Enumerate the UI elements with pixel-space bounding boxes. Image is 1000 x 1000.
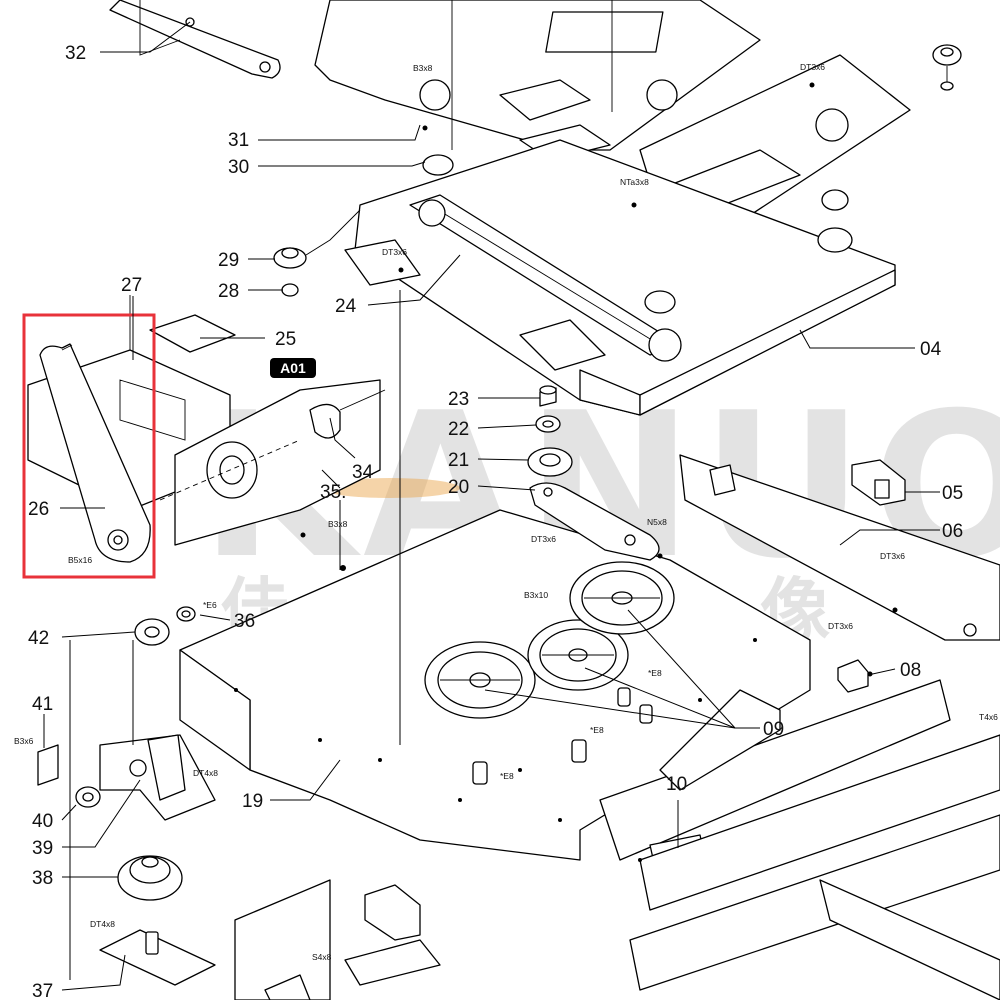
fastener-nta3x8: NTa3x8 <box>620 177 649 187</box>
part-37-plate <box>99 929 216 986</box>
fastener-b5x16: B5x16 <box>68 555 92 565</box>
part-28-nut <box>281 283 299 297</box>
label-29: 29 <box>218 250 239 271</box>
label-28: 28 <box>218 281 239 302</box>
label-20: 20 <box>448 477 469 498</box>
part-39-mount <box>99 734 216 821</box>
label-05: 05 <box>942 483 963 504</box>
part-10-rail <box>629 734 1000 1000</box>
motor-a01 <box>159 379 386 546</box>
a01-badge: A01 <box>270 358 316 378</box>
fastener-dt4x8-a: DT4x8 <box>193 768 218 778</box>
label-30: 30 <box>228 157 249 178</box>
label-40: 40 <box>32 811 53 832</box>
fastener-dt3x6-08: DT3x6 <box>828 621 853 631</box>
label-24: 24 <box>335 296 357 317</box>
part-number-labels: 32 31 30 29 28 27 25 26 24 04 23 22 21 2… <box>28 43 963 1000</box>
part-20-to-23-stack <box>527 385 660 561</box>
label-25: 25 <box>275 329 296 350</box>
fastener-s4x8: S4x8 <box>312 952 332 962</box>
gear-09-a <box>424 641 536 719</box>
label-35: 35. <box>320 482 346 503</box>
fastener-dt3x6-24: DT3x6 <box>382 247 407 257</box>
label-32: 32 <box>65 43 86 64</box>
part-32-linkage-bar <box>109 0 281 79</box>
label-06: 06 <box>942 521 963 542</box>
a01-badge-text: A01 <box>280 360 306 376</box>
fastener-b3x10: B3x10 <box>524 590 548 600</box>
label-04: 04 <box>920 339 942 360</box>
label-39: 39 <box>32 838 53 859</box>
label-42: 42 <box>28 628 49 649</box>
fastener-t4x: T4x6 <box>979 712 998 722</box>
fastener-n5x8: N5x8 <box>647 517 667 527</box>
screw-holes <box>234 82 898 862</box>
part-38-gear <box>117 855 183 901</box>
label-19: 19 <box>242 791 263 812</box>
label-36: 36 <box>234 611 255 632</box>
label-10: 10 <box>666 774 687 795</box>
fastener-dt3x6-top: DT3x6 <box>800 62 825 72</box>
fastener-e6: *E6 <box>203 600 217 610</box>
fastener-e8-b: *E8 <box>590 725 604 735</box>
part-04-chassis <box>344 139 896 416</box>
part-05-block <box>851 459 906 506</box>
part-08-bracket <box>837 659 869 693</box>
gear-09-c <box>569 561 675 635</box>
fastener-e8-c: *E8 <box>500 771 514 781</box>
part-29-bearing <box>273 209 361 269</box>
fastener-b3x6: B3x6 <box>14 736 34 746</box>
part-06-side-frame <box>679 454 1000 641</box>
part-25-label <box>149 314 236 353</box>
bearing-top-right <box>932 44 962 91</box>
part-09-gears <box>424 561 675 785</box>
fastener-dt3x6-20: DT3x6 <box>531 534 556 544</box>
fastener-labels: B3x8 DT3x6 NTa3x8 DT3x6 B5x16 B3x8 DT3x6… <box>14 62 998 962</box>
fastener-dt3x6-06: DT3x6 <box>880 551 905 561</box>
label-23: 23 <box>448 389 469 410</box>
fastener-e8-a: *E8 <box>648 668 662 678</box>
label-21: 21 <box>448 450 469 471</box>
fastener-b3x8-mid: B3x8 <box>328 519 348 529</box>
lower-center-frame <box>234 879 441 1000</box>
label-38: 38 <box>32 868 53 889</box>
label-22: 22 <box>448 419 469 440</box>
label-34: 34 <box>352 462 374 483</box>
gear-09-b <box>527 619 629 691</box>
label-09: 09 <box>763 719 784 740</box>
part-42-gear <box>134 618 170 646</box>
label-31: 31 <box>228 130 249 151</box>
label-37: 37 <box>32 981 53 1000</box>
part-40-washer <box>75 786 101 808</box>
label-26: 26 <box>28 499 49 520</box>
fastener-b3x8-top: B3x8 <box>413 63 433 73</box>
part-36-bushing <box>176 606 196 622</box>
part-26-arm <box>39 343 151 563</box>
part-41-bracket <box>37 744 59 786</box>
label-27: 27 <box>121 275 142 296</box>
highlight-box <box>22 313 156 579</box>
label-41: 41 <box>32 694 53 715</box>
label-08: 08 <box>900 660 921 681</box>
leader-lines <box>43 21 940 991</box>
fastener-dt4x8-b: DT4x8 <box>90 919 115 929</box>
